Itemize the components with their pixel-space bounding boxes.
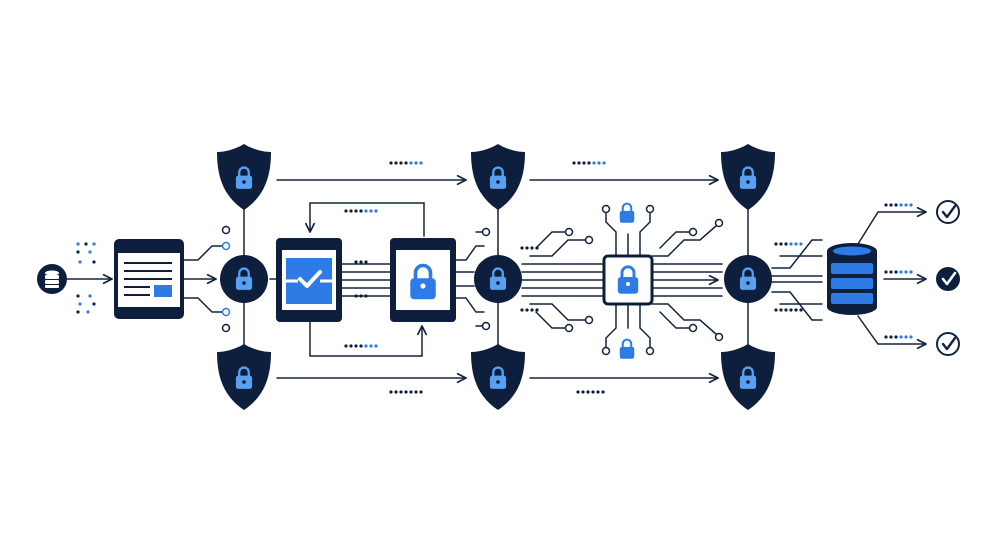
result-check-top-icon: [936, 200, 960, 224]
connector-document-branch-bottom: [181, 297, 225, 313]
chip-lock-icon: [602, 254, 654, 306]
feedback-loop-bottom: [309, 321, 428, 357]
connector-document-branch-top: [181, 245, 225, 261]
connector-lines: [66, 174, 927, 384]
hub-node-icon: [474, 255, 522, 303]
trace-terminals: [221, 204, 724, 356]
shield-lock-icon: [471, 144, 525, 210]
destination-database-icon: [827, 243, 877, 315]
shield-lock-icon: [721, 344, 775, 410]
hub-node-icon: [724, 255, 772, 303]
shield-lock-icon: [721, 144, 775, 210]
source-database-icon: [37, 264, 67, 294]
shield-lock-icon: [217, 144, 271, 210]
data-packet-dots: [76, 161, 913, 394]
hub-node-icon: [220, 255, 268, 303]
verify-check-card: [276, 238, 342, 322]
hub-group: [220, 255, 772, 303]
shield-group: [217, 144, 775, 410]
shield-lock-icon: [471, 344, 525, 410]
feedback-loop-top: [304, 202, 425, 237]
result-check-bottom-icon: [936, 332, 960, 356]
chip-bottom-lock-icon: [619, 338, 635, 360]
result-check-middle-icon: [936, 267, 960, 291]
lock-card: [390, 238, 456, 322]
shield-lock-icon: [217, 344, 271, 410]
checkmark-icon: [298, 270, 322, 288]
chip-top-lock-icon: [619, 202, 635, 224]
document-icon: [114, 239, 184, 319]
